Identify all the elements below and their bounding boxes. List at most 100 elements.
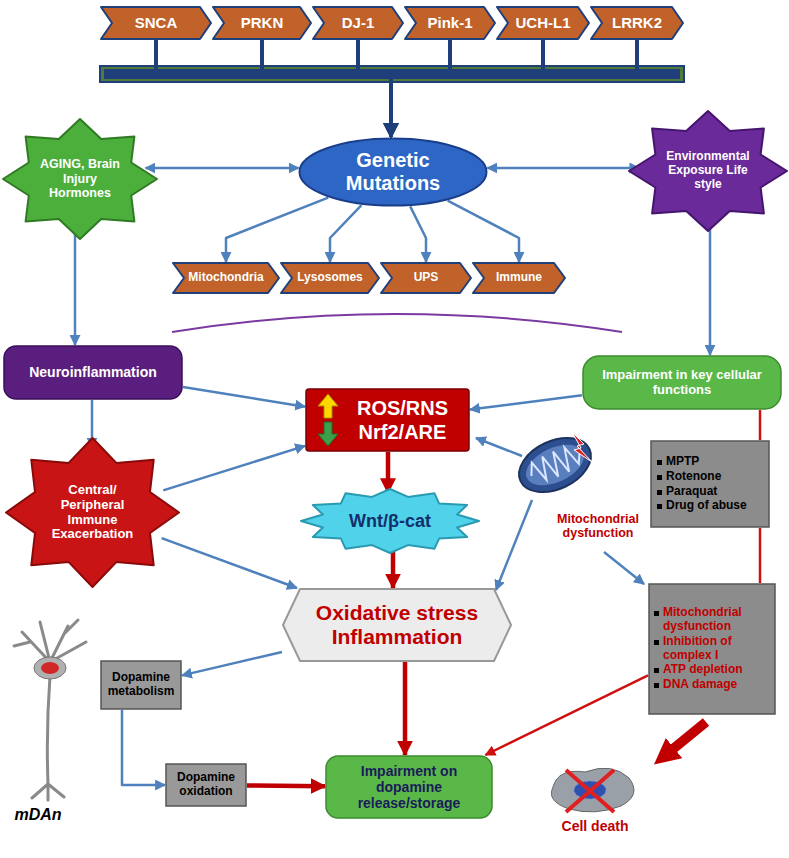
connector-arrow (226, 198, 328, 262)
node-text: Nrf2/ARE (359, 421, 447, 444)
node-content: Oxidative stress Inflammation (300, 600, 494, 650)
pathway-chevron: UPS (380, 262, 472, 294)
node-outline (301, 489, 479, 553)
death-arrow (662, 722, 706, 758)
text-row: Mitochondria (183, 271, 269, 285)
node-content: SNCA (113, 13, 199, 32)
connector-arrow (122, 710, 165, 785)
node-outline (283, 589, 511, 661)
node-text: DJ-1 (342, 14, 375, 31)
text-row: Nrf2/ARE (345, 421, 460, 444)
connector-arrow (709, 223, 712, 355)
node-inner: UPS (391, 262, 461, 294)
connector-arrow (146, 167, 299, 170)
gene-chevron: Pink-1 (404, 6, 496, 40)
node-text: Genetic Mutations (324, 149, 462, 195)
node-outline (213, 7, 311, 39)
node-inner: Mitochondrial dysfunctionInhibition of c… (654, 583, 770, 715)
node-text: AGING, Brain Injury Hormones (32, 157, 128, 200)
bullet-mark (654, 668, 659, 673)
text-row: Oxidative stress Inflammation (300, 601, 494, 649)
trend-icons (313, 388, 343, 452)
node-inner: PRKN (225, 6, 299, 40)
text-row: Dopamine metabolism (104, 671, 178, 699)
gene-chevron: LRRK2 (590, 6, 684, 40)
node-text: Dopamine metabolism (104, 671, 178, 699)
node-content: Impairment on dopamine release/storage (333, 762, 485, 812)
node-text: Wnt/β-cat (349, 511, 431, 532)
dead-cell-icon (551, 768, 634, 812)
bullet-mark (654, 683, 659, 688)
factor-star: Environmental Exposure Life style (628, 110, 788, 232)
node-content: Lysosomes (291, 270, 369, 286)
node-content: UCH-L1 (509, 13, 577, 32)
bullet-mark (657, 504, 662, 509)
node-inner: ROS/RNSNrf2/ARE (345, 388, 460, 452)
node-inner: Central/ Peripheral Immune Exacerbation (39, 437, 146, 588)
text-row: AGING, Brain Injury Hormones (32, 157, 128, 200)
node-outline (649, 584, 775, 714)
text-row: UCH-L1 (509, 14, 577, 31)
node-text: Drug of abuse (666, 499, 747, 513)
text-row: Impairment on dopamine release/storage (333, 763, 485, 811)
node-inner: SNCA (113, 6, 199, 40)
outcome-box: Impairment on dopamine release/storage (325, 755, 493, 819)
gene-chevron: PRKN (212, 6, 312, 40)
node-content: Immune (483, 270, 555, 286)
stress-box: ROS/RNSNrf2/ARE (305, 388, 470, 452)
effect-box: Mitochondrial dysfunctionInhibition of c… (648, 583, 776, 715)
node-inner: MPTPRotenoneParaquatDrug of abuse (657, 440, 763, 528)
node-content: LRRK2 (603, 13, 671, 32)
node-outline (4, 346, 182, 399)
node-inner: DJ-1 (325, 6, 391, 40)
node-outline (101, 7, 211, 39)
node-text: ROS/RNS (357, 397, 448, 420)
node-text: Oxidative stress Inflammation (300, 601, 494, 649)
connector-arrow (485, 675, 648, 755)
node-outline (300, 139, 487, 206)
node-content: Impairment in key cellular functions (592, 367, 772, 399)
node-outline (6, 438, 179, 587)
node-inner: Lysosomes (291, 262, 369, 294)
bullet-mark (657, 475, 662, 480)
node-outline (166, 764, 246, 806)
connector-arrow (391, 40, 637, 137)
text-row: DNA damage (654, 678, 770, 692)
text-row: UPS (391, 271, 461, 285)
node-text: Mitochondria (188, 271, 263, 285)
text-row: ROS/RNS (345, 397, 460, 420)
node-content: Mitochondrial dysfunctionInhibition of c… (654, 605, 770, 693)
node-text: UPS (414, 271, 439, 285)
node-outline (405, 7, 495, 39)
factor-star: AGING, Brain Injury Hormones (2, 118, 158, 240)
process-box: Dopamine oxidation (165, 763, 247, 807)
node-inner: Dopamine oxidation (169, 763, 243, 807)
bullet-mark (657, 460, 662, 465)
node-content: Neuroinflammation (11, 363, 175, 381)
icon-caption: Cell death (545, 818, 645, 834)
gene-chevron: SNCA (100, 6, 212, 40)
node-text: Impairment in key cellular functions (592, 368, 772, 398)
node-text: MPTP (666, 455, 699, 469)
connector-arrow (391, 549, 396, 588)
node-inner: AGING, Brain Injury Hormones (32, 118, 128, 240)
text-row: Central/ Peripheral Immune Exacerbation (39, 483, 146, 543)
bullet-mark (657, 490, 662, 495)
node-content: Wnt/β-cat (330, 510, 450, 533)
text-row: LRRK2 (603, 14, 671, 31)
text-row: Impairment in key cellular functions (592, 368, 772, 398)
node-inner: Impairment on dopamine release/storage (333, 755, 485, 819)
node-outline (313, 7, 403, 39)
group-arc (172, 314, 622, 332)
node-content: ROS/RNSNrf2/ARE (345, 396, 460, 445)
node-text: Paraquat (666, 485, 717, 499)
node-inner: Immune (483, 262, 555, 294)
connector-arrow (182, 652, 282, 675)
mito-arrow (604, 552, 644, 584)
process-box: Impairment in key cellular functions (582, 355, 782, 410)
node-text: UCH-L1 (516, 14, 571, 31)
text-row: Immune (483, 271, 555, 285)
node-outline (101, 661, 181, 709)
text-row: MPTP (657, 455, 763, 469)
